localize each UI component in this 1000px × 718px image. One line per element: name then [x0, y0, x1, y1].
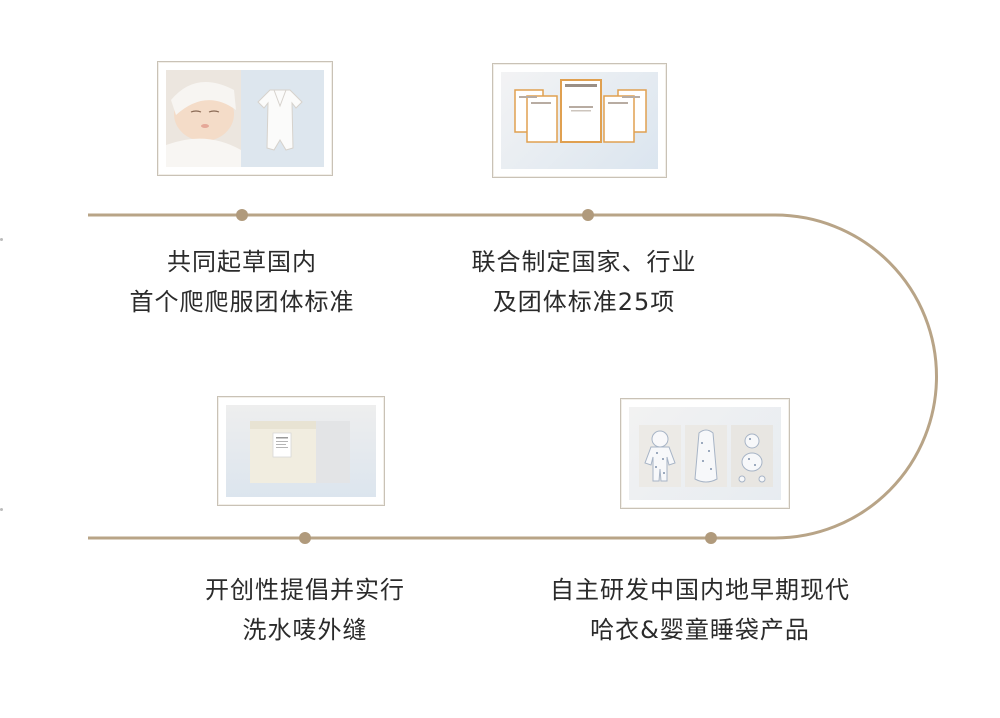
milestone-3-caption-line2: 洗水唛外缝: [175, 610, 435, 650]
timeline-dot: [705, 532, 717, 544]
milestone-4-caption-line1: 自主研发中国内地早期现代: [530, 570, 870, 610]
milestone-2-caption: 联合制定国家、行业 及团体标准25项: [454, 242, 714, 322]
milestone-2-caption-line2: 及团体标准25项: [454, 282, 714, 322]
milestone-1-caption-line1: 共同起草国内: [112, 242, 372, 282]
timeline-dot: [582, 209, 594, 221]
garment-label-photo: [226, 405, 376, 497]
milestone-4-caption-line2: 哈衣&婴童睡袋产品: [530, 610, 870, 650]
timeline-dot: [299, 532, 311, 544]
milestone-1-caption-line2: 首个爬爬服团体标准: [112, 282, 372, 322]
timeline-dot: [236, 209, 248, 221]
edge-mark: [0, 238, 3, 241]
milestone-4-image-frame: [620, 398, 790, 509]
milestone-3-image-frame: [217, 396, 385, 506]
milestone-1-image-frame: [157, 61, 333, 176]
milestone-2-caption-line1: 联合制定国家、行业: [454, 242, 714, 282]
milestone-3-caption: 开创性提倡并实行 洗水唛外缝: [175, 570, 435, 650]
milestone-1-caption: 共同起草国内 首个爬爬服团体标准: [112, 242, 372, 322]
standards-certificates-photo: [501, 72, 658, 169]
sleepsuit-and-sleeping-bag-photo: [629, 407, 781, 500]
milestone-2-image-frame: [492, 63, 667, 178]
edge-mark: [0, 508, 3, 511]
baby-and-romper-photo: [166, 70, 324, 167]
milestone-3-caption-line1: 开创性提倡并实行: [175, 570, 435, 610]
milestone-4-caption: 自主研发中国内地早期现代 哈衣&婴童睡袋产品: [530, 570, 870, 650]
